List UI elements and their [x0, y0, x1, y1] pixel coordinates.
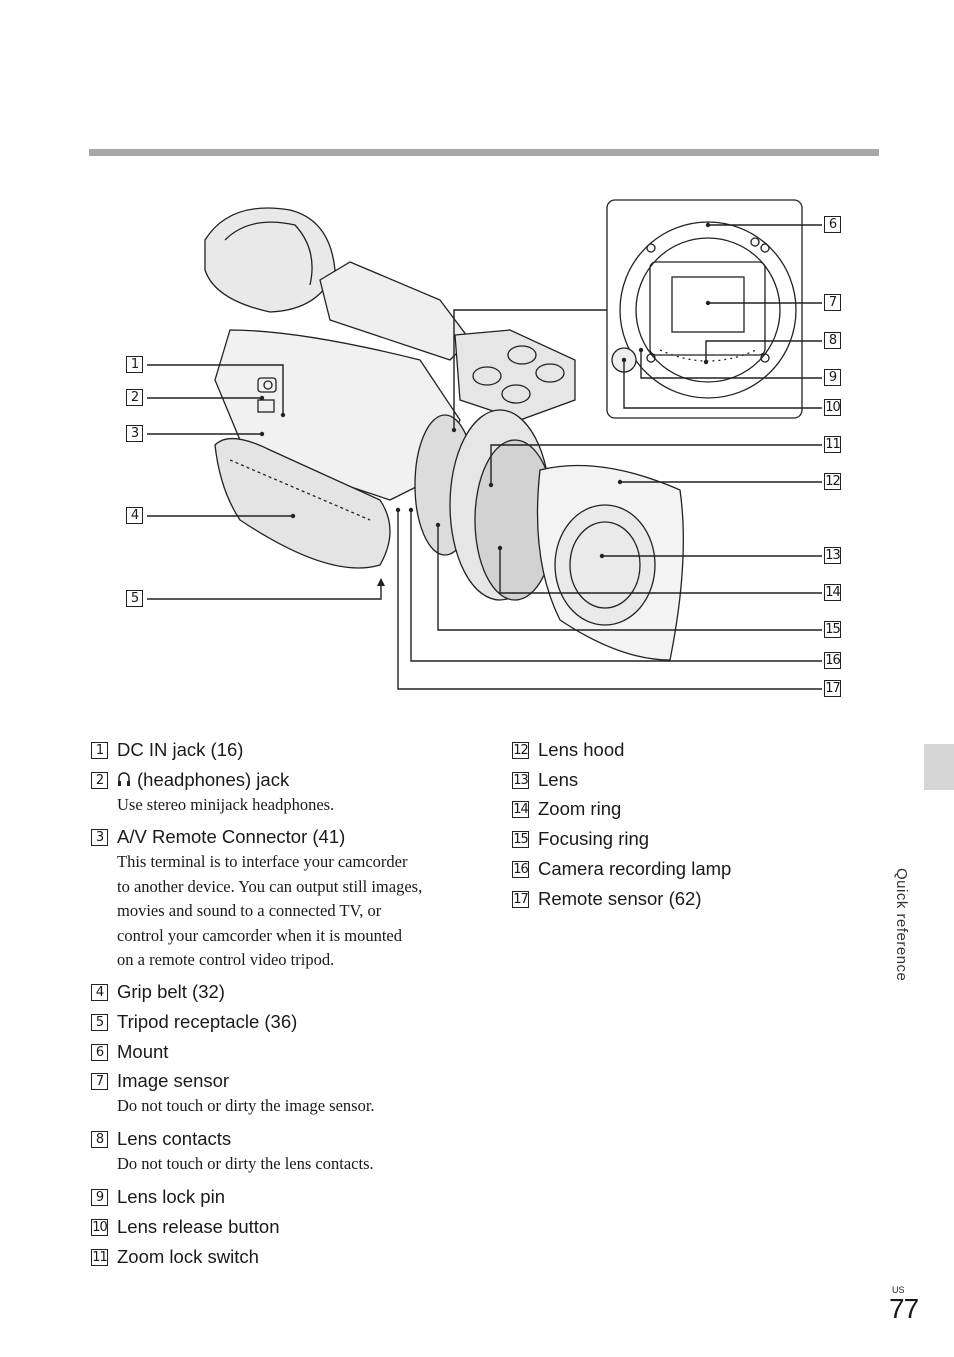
- item-number: 14: [512, 801, 529, 818]
- item-label: Grip belt (32): [117, 981, 225, 1002]
- item-number: 7: [91, 1073, 108, 1090]
- callout-12: 12: [824, 473, 841, 490]
- callout-17: 17: [824, 680, 841, 697]
- item-label: Lens: [538, 769, 579, 790]
- item-number: 10: [91, 1219, 108, 1236]
- callout-4: 4: [126, 507, 143, 524]
- item-label: A/V Remote Connector (41): [117, 826, 346, 847]
- item-label: DC IN jack (16): [117, 739, 244, 760]
- camcorder-illustration: [147, 199, 822, 690]
- callout-6: 6: [824, 216, 841, 233]
- callout-3: 3: [126, 425, 143, 442]
- item-number: 4: [91, 984, 108, 1001]
- item-label: Remote sensor (62): [538, 888, 702, 909]
- item-label: Mount: [117, 1041, 169, 1062]
- item-label: Zoom ring: [538, 798, 622, 819]
- item-number: 16: [512, 861, 529, 878]
- item-description-line: to another device. You can output still …: [117, 876, 423, 896]
- item-number: 3: [91, 829, 108, 846]
- callout-11: 11: [824, 436, 841, 453]
- item-number: 1: [91, 742, 108, 759]
- callout-16: 16: [824, 652, 841, 669]
- callout-13: 13: [824, 547, 841, 564]
- section-tab-label: Quick reference: [893, 868, 910, 982]
- callout-10: 10: [824, 399, 841, 416]
- item-label: Lens hood: [538, 739, 625, 760]
- item-number: 13: [512, 772, 529, 789]
- section-tab: [924, 744, 954, 790]
- item-number: 15: [512, 831, 529, 848]
- item-number: 17: [512, 891, 529, 908]
- item-label: Lens release button: [117, 1216, 280, 1237]
- headphones-icon: [118, 772, 130, 786]
- item-label: Camera recording lamp: [538, 858, 732, 879]
- callout-8: 8: [824, 332, 841, 349]
- item-description: Do not touch or dirty the lens contacts.: [117, 1154, 374, 1173]
- callout-9: 9: [824, 369, 841, 386]
- item-description: Do not touch or dirty the image sensor.: [117, 1096, 375, 1115]
- item-description-line: control your camcorder when it is mounte…: [117, 925, 403, 945]
- item-label: Lens lock pin: [117, 1186, 225, 1207]
- item-number: 2: [91, 772, 108, 789]
- callout-7: 7: [824, 294, 841, 311]
- item-description-line: This terminal is to interface your camco…: [117, 852, 408, 871]
- item-number: 11: [91, 1249, 108, 1266]
- callout-2: 2: [126, 389, 143, 406]
- callout-14: 14: [824, 584, 841, 601]
- item-label: Tripod receptacle (36): [117, 1011, 298, 1032]
- section-header-bar: [89, 149, 879, 156]
- item-label: Image sensor: [117, 1070, 230, 1091]
- item-label: Lens contacts: [117, 1128, 232, 1149]
- item-description: Use stereo minijack headphones.: [117, 795, 335, 814]
- item-label: (headphones) jack: [137, 769, 290, 790]
- callout-5: 5: [126, 590, 143, 607]
- item-number: 9: [91, 1189, 108, 1206]
- item-number: 6: [91, 1044, 108, 1061]
- item-description-line: on a remote control video tripod.: [117, 950, 335, 969]
- page-country-code: US: [892, 1285, 905, 1295]
- item-label: Zoom lock switch: [117, 1246, 259, 1267]
- item-number: 12: [512, 742, 529, 759]
- item-description-line: movies and sound to a connected TV, or: [117, 901, 382, 920]
- callout-15: 15: [824, 621, 841, 638]
- page-number: 77: [889, 1293, 919, 1324]
- item-number: 8: [91, 1131, 108, 1148]
- item-label: Focusing ring: [538, 828, 650, 849]
- callout-1: 1: [126, 356, 143, 373]
- item-number: 5: [91, 1014, 108, 1031]
